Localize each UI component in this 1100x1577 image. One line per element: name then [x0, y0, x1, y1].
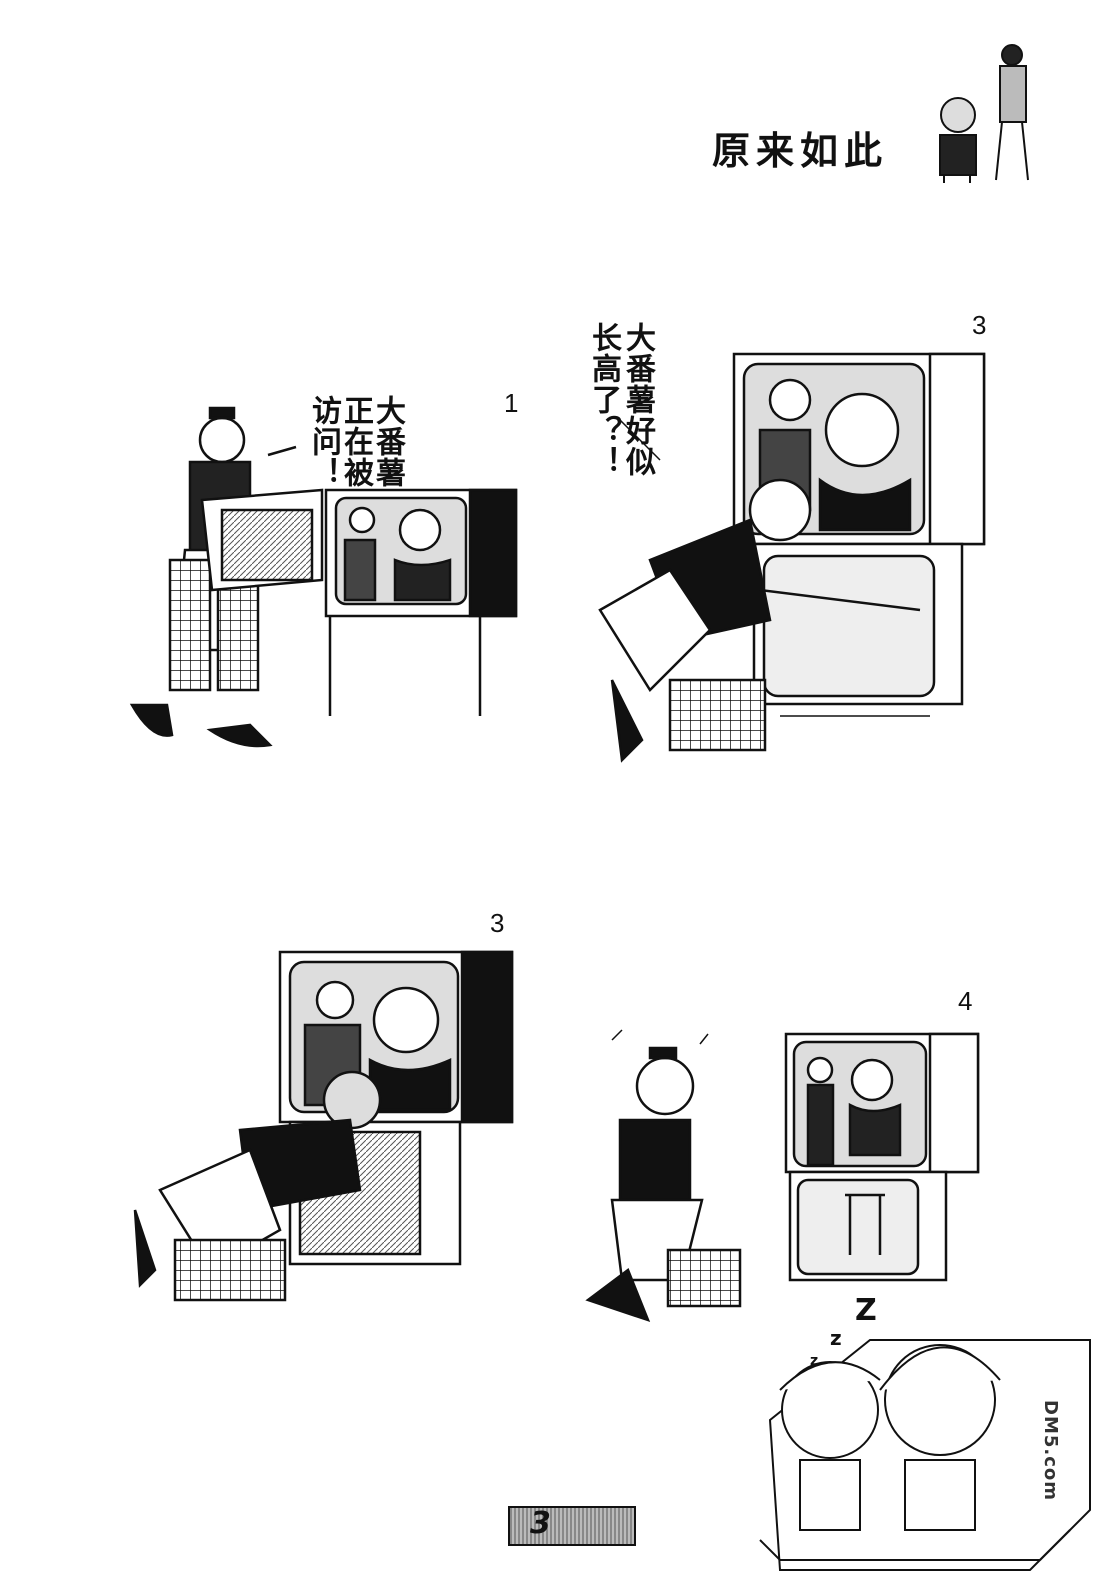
panel-1-illustration: [129, 406, 518, 748]
comic-title: 原来如此: [712, 128, 889, 173]
page-number-box: [508, 1506, 636, 1546]
svg-text:z: z: [810, 1353, 818, 1369]
panel-2-illustration: [598, 352, 986, 763]
site-watermark: DM5.com: [1040, 1400, 1061, 1502]
panel-1-speech-line-1: 大番薯: [370, 395, 405, 488]
panel-3-illustration: [133, 950, 514, 1302]
svg-text:Z: Z: [855, 1293, 877, 1328]
panel-1-speech-line-3: 访问！: [306, 395, 341, 488]
title-mascots-illustration: [939, 44, 1029, 183]
panel-4-illustration: [585, 1029, 980, 1323]
panel-4-number: 4: [958, 986, 973, 1016]
svg-text:z: z: [830, 1326, 842, 1350]
panel-2-number: 3: [972, 310, 987, 340]
panel-3-number: 3: [490, 908, 505, 938]
panel-1-speech-line-2: 正在被: [338, 395, 373, 488]
panel-1-number: 1: [504, 388, 519, 418]
panel-2-speech-line-1: 大番薯好似: [620, 322, 655, 477]
page-number: 3: [530, 1506, 551, 1541]
panel-2-speech-line-2: 长高了？！: [586, 322, 621, 477]
children-on-laptop-illustration: Z z z: [759, 1293, 1091, 1571]
